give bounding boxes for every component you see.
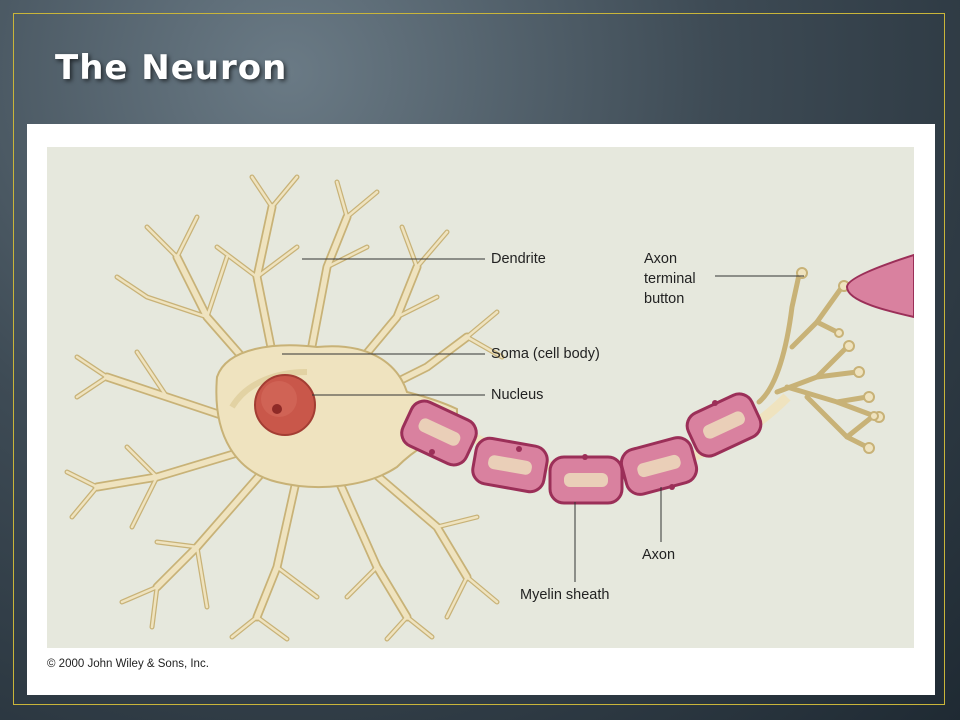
- dendrites-fill: [65, 175, 504, 641]
- slide-title: The Neuron: [55, 48, 288, 88]
- label-axon: Axon: [642, 547, 676, 563]
- slide-frame: [13, 13, 945, 705]
- myelin-inner: [418, 411, 745, 487]
- leader-lines: [282, 258, 804, 582]
- label-axon-terminal-line2: terminal: [644, 271, 696, 287]
- axon-terminals: [756, 272, 880, 450]
- nucleolus-shape: [272, 404, 282, 414]
- label-nucleus: Nucleus: [491, 387, 544, 403]
- label-axon-terminal-line3: button: [644, 291, 685, 307]
- schwann-nuclei: [429, 400, 718, 490]
- label-myelin-sheath: Myelin sheath: [520, 587, 610, 603]
- target-cell: [845, 253, 914, 319]
- label-axon-terminal-line1: Axon: [644, 251, 678, 267]
- copyright-text: © 2000 John Wiley & Sons, Inc.: [47, 658, 209, 670]
- label-soma: Soma (cell body): [491, 346, 600, 362]
- neuron-diagram: [47, 147, 914, 648]
- label-dendrite: Dendrite: [491, 251, 546, 267]
